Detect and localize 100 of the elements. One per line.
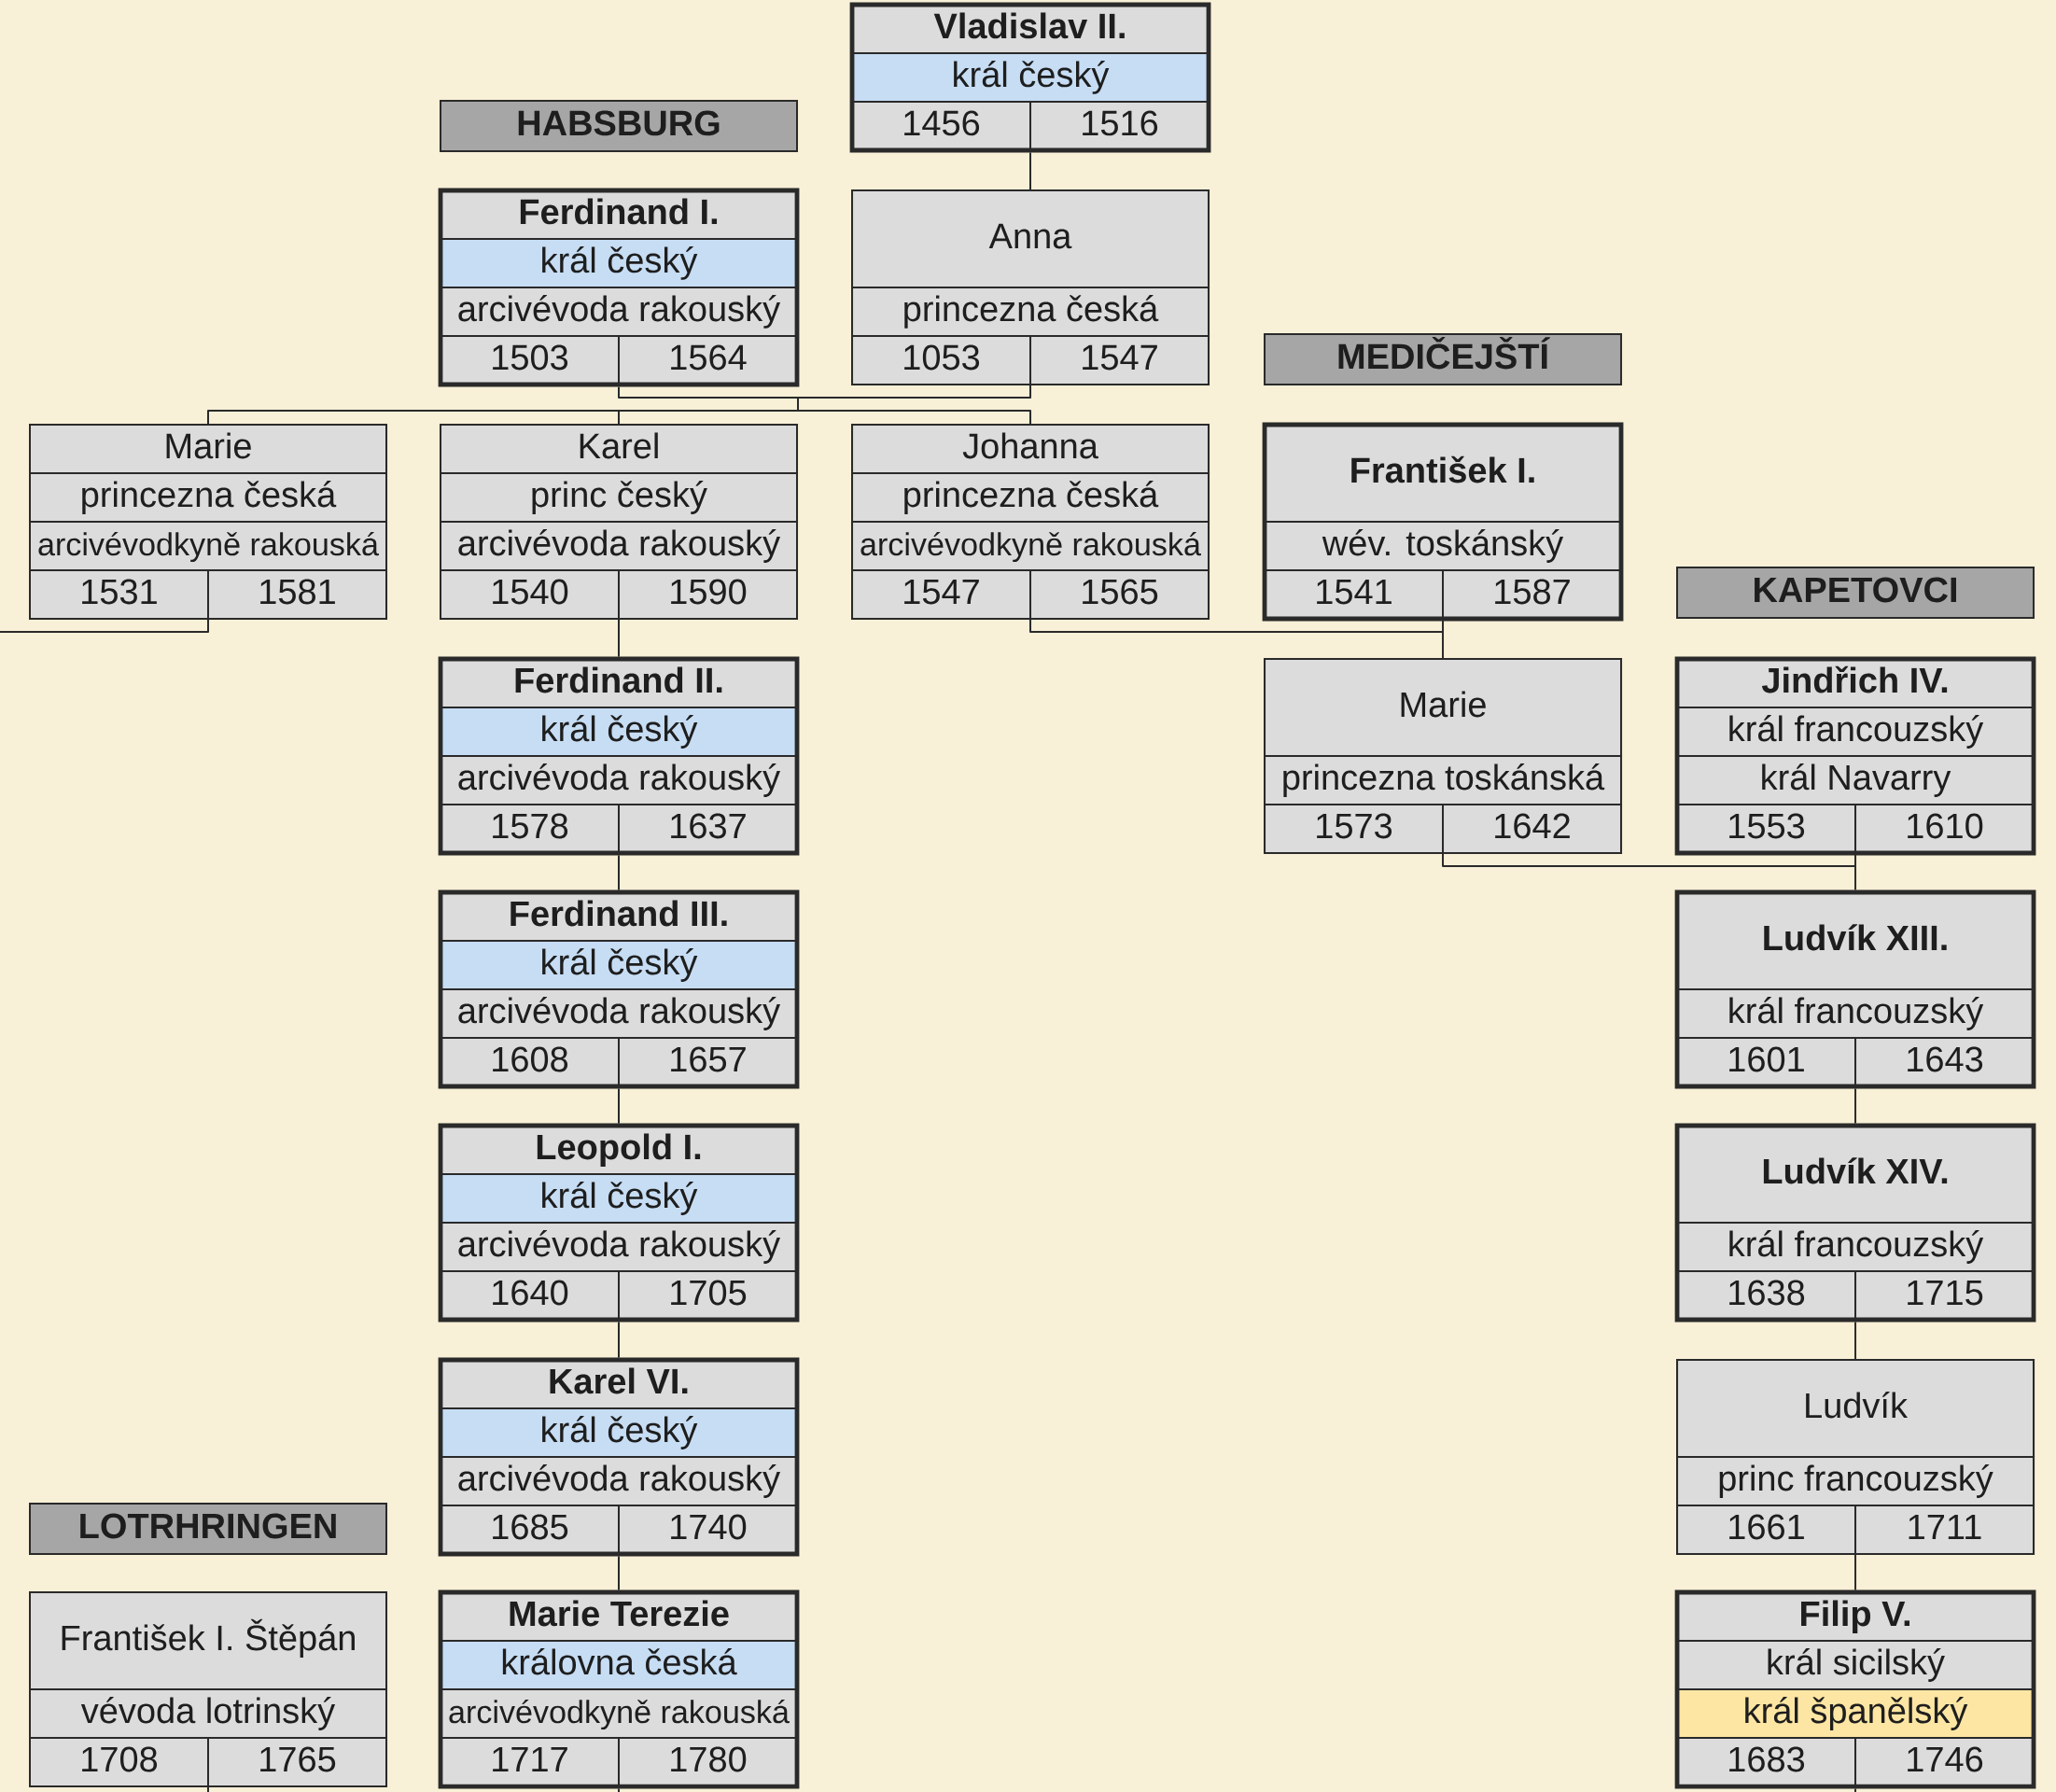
year-cell: 1608: [440, 1037, 620, 1087]
year-cell: 1740: [618, 1505, 798, 1555]
title-cell: král český: [440, 940, 798, 990]
title-cell: král francouzský: [1676, 1222, 2035, 1272]
year-cell: 1564: [618, 335, 798, 385]
title-cell: král český: [440, 707, 798, 757]
year-cell: 1565: [1029, 569, 1210, 620]
connector-line: [207, 1786, 209, 1792]
year-cell: 1547: [851, 569, 1031, 620]
year-cell: 1541: [1264, 569, 1444, 620]
year-cell: 1601: [1676, 1037, 1857, 1087]
name-cell: Marie: [29, 424, 387, 474]
title-cell: arcivévoda rakouský: [440, 988, 798, 1039]
name-cell: Marie Terezie: [440, 1591, 798, 1642]
connector-line: [618, 1555, 620, 1591]
connector-line: [618, 1087, 620, 1125]
year-cell: 1587: [1442, 569, 1623, 620]
year-cell: 1717: [440, 1737, 620, 1787]
title-cell: arcivévodkyně rakouská: [29, 521, 387, 571]
year-cell: 1610: [1854, 804, 2035, 854]
connector-line: [1029, 151, 1031, 190]
title-cell: arcivévoda rakouský: [440, 1222, 798, 1272]
year-cell: 1547: [1029, 335, 1210, 385]
year-cell: 1637: [618, 804, 798, 854]
name-cell: František I. Štěpán: [29, 1591, 387, 1691]
year-cell: 1053: [851, 335, 1031, 385]
name-cell: Vladislav II.: [851, 4, 1210, 54]
year-cell: 1746: [1854, 1737, 2035, 1787]
connector-line: [1854, 1787, 1857, 1792]
name-cell: Anna: [851, 189, 1210, 288]
connector-line: [1854, 1321, 1857, 1360]
title-cell: arcivévodkyně rakouská: [851, 521, 1210, 571]
title-cell: král český: [851, 52, 1210, 103]
name-cell: Ludvík XIV.: [1676, 1125, 2035, 1224]
connector-line: [1442, 853, 1857, 891]
title-cell: princezna česká: [29, 472, 387, 523]
name-cell: Jindřich IV.: [1676, 658, 2035, 708]
connector-line: [618, 619, 620, 658]
title-cell: král český: [440, 238, 798, 288]
year-cell: 1640: [440, 1270, 620, 1321]
title-cell: princ francouzský: [1676, 1456, 2035, 1506]
name-cell: Karel: [440, 424, 798, 474]
title-cell: princezna toskánská: [1264, 755, 1623, 805]
year-cell: 1780: [618, 1737, 798, 1787]
year-cell: 1540: [440, 569, 620, 620]
name-cell: František I.: [1264, 424, 1623, 523]
title-cell: král český: [440, 1407, 798, 1458]
name-cell: Johanna: [851, 424, 1210, 474]
name-cell: Marie: [1264, 658, 1623, 757]
title-cell: princ český: [440, 472, 798, 523]
year-cell: 1715: [1854, 1270, 2035, 1321]
connector-line: [1854, 1087, 1857, 1125]
house-label: LOTRHRINGEN: [29, 1503, 387, 1555]
connector-line: [1029, 619, 1444, 659]
title-cell: arcivévoda rakouský: [440, 521, 798, 571]
year-cell: 1503: [440, 335, 620, 385]
title-cell: král Navarry: [1676, 755, 2035, 805]
title-cell: princezna česká: [851, 472, 1210, 523]
year-cell: 1657: [618, 1037, 798, 1087]
year-cell: 1765: [207, 1737, 387, 1787]
house-label: HABSBURG: [440, 100, 798, 152]
title-cell: arcivévoda rakouský: [440, 287, 798, 337]
year-cell: 1553: [1676, 804, 1857, 854]
name-cell: Ludvík XIII.: [1676, 891, 2035, 990]
connector-line: [1854, 1554, 1857, 1591]
title-cell: královna česká: [440, 1640, 798, 1691]
title-cell: princezna česká: [851, 287, 1210, 337]
name-cell: Ludvík: [1676, 1359, 2035, 1458]
name-cell: Filip V.: [1676, 1591, 2035, 1642]
year-cell: 1516: [1029, 101, 1210, 151]
name-cell: Ferdinand II.: [440, 658, 798, 708]
year-cell: 1573: [1264, 804, 1444, 854]
year-cell: 1590: [618, 569, 798, 620]
house-label: KAPETOVCI: [1676, 567, 2035, 619]
connector-line: [207, 385, 1031, 425]
connector-line: [618, 854, 620, 891]
title-cell: král sicilský: [1676, 1640, 2035, 1691]
year-cell: 1685: [440, 1505, 620, 1555]
year-cell: 1531: [29, 569, 209, 620]
year-cell: 1581: [207, 569, 387, 620]
title-cell: král španělský: [1676, 1688, 2035, 1740]
connector-line: [618, 1321, 620, 1359]
year-cell: 1643: [1854, 1037, 2035, 1087]
year-cell: 1638: [1676, 1270, 1857, 1321]
year-cell: 1708: [29, 1737, 209, 1787]
title-cell: král český: [440, 1173, 798, 1224]
connector-line: [618, 1787, 620, 1792]
year-cell: 1642: [1442, 804, 1623, 854]
year-cell: 1683: [1676, 1737, 1857, 1787]
title-cell: král francouzský: [1676, 707, 2035, 757]
title-cell: král francouzský: [1676, 988, 2035, 1039]
year-cell: 1711: [1854, 1505, 2035, 1555]
name-cell: Leopold I.: [440, 1125, 798, 1175]
year-cell: 1578: [440, 804, 620, 854]
house-label: MEDIČEJŠTÍ: [1264, 333, 1623, 385]
name-cell: Ferdinand I.: [440, 189, 798, 240]
year-cell: 1705: [618, 1270, 798, 1321]
year-cell: 1456: [851, 101, 1031, 151]
title-cell: arcivévoda rakouský: [440, 755, 798, 805]
title-cell: wév. toskánský: [1264, 521, 1623, 571]
